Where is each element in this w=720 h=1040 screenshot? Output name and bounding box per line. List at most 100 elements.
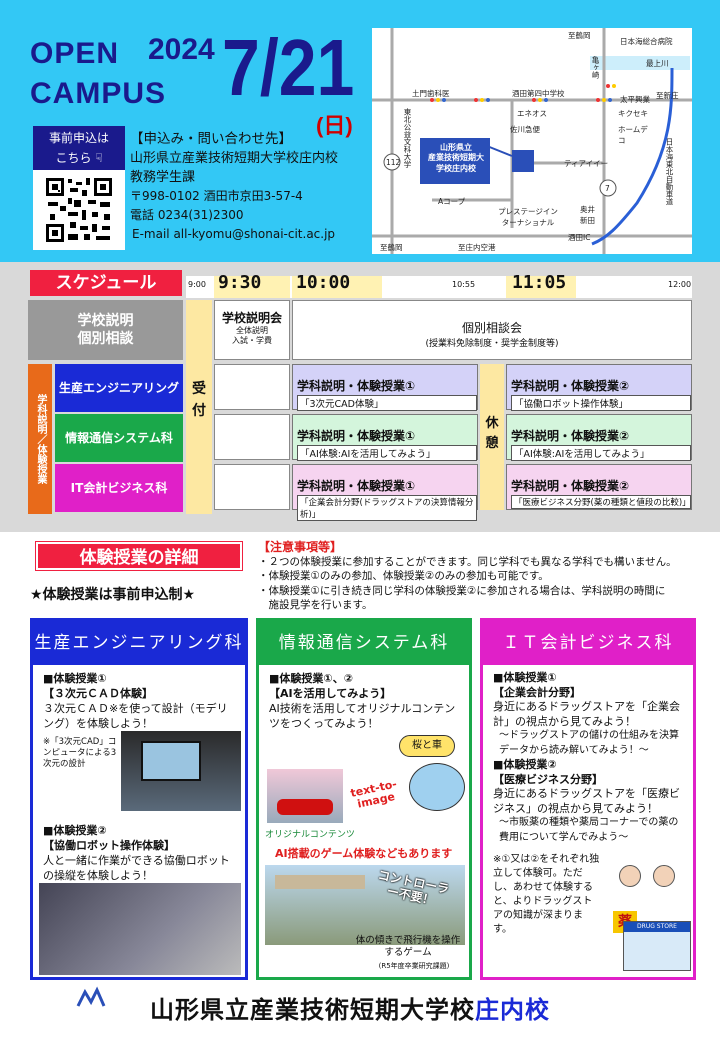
card-line: 身近にあるドラッグストアを「医療ビジネス」の視点から見てみよう！ (493, 787, 680, 815)
map-label: 東北公益文科大学 (403, 108, 412, 168)
qr-code-icon (44, 176, 114, 244)
notes-block: 【注意事項等】 ・２つの体験授業に参加することができます。同じ学科でも異なる学科… (258, 540, 698, 613)
map-label: 酒田第四中学校 (512, 89, 565, 98)
card-line: ■体験授業①、② (269, 672, 354, 685)
map-label: 亀ヶ崎 (591, 56, 600, 79)
map-label: Aコープ (438, 197, 466, 206)
card-line: 【企業会計分野】 (493, 685, 581, 699)
map-label: エネオス (517, 109, 547, 118)
session-sub: 「AI体験:AIを活用してみよう」 (511, 445, 691, 461)
session-it-2[interactable]: 学科説明・体験授業②「医療ビジネス分野(薬の種類と値段の比較)」 (506, 464, 692, 510)
consult-sub: (授業料免除制度・奨学金制度等) (425, 339, 559, 349)
time-930: 9:30 (218, 272, 262, 293)
preapp-line2: こちら ☟ (55, 151, 103, 165)
session-eng-1[interactable]: 学科説明・体験授業① 「3次元CAD体験」 (292, 364, 478, 411)
session-sub: 「3次元CAD体験」 (297, 395, 477, 411)
time-highlight (292, 276, 382, 298)
game-caption-sub: (R5年度卒業研究課題) (378, 962, 450, 970)
original-content-label: オリジナルコンテンツ (265, 830, 355, 840)
map-label: 太平興業 (620, 95, 650, 104)
session-info-2[interactable]: 学科説明・体験授業②「AI体験:AIを活用してみよう」 (506, 414, 692, 461)
session-eng-2[interactable]: 学科説明・体験授業② 「協働ロボット操作体験」 (506, 364, 692, 411)
dept-label-eng: 生産エンジニアリング科 (55, 364, 183, 443)
map-label: ホームデコ (618, 125, 648, 145)
campus-label: CAMPUS (30, 77, 167, 110)
time-1200: 12:00 (668, 280, 692, 289)
schedule-title: スケジュール (30, 270, 182, 296)
time-1105: 11:05 (512, 272, 567, 293)
speech-bubble: 桜と車 (399, 735, 455, 757)
card-line: AI技術を活用してオリジナルコンテンツをつくってみよう！ (269, 702, 456, 730)
card-header: 情報通信システム科 (259, 621, 469, 665)
note-item: 施設見学を行います。 (258, 599, 373, 611)
map-label-school-pref: 山形県立 (440, 143, 472, 152)
map-label: キクセキ (618, 109, 648, 118)
contact-email[interactable]: E-mail all-kyomu@shonai-cit.ac.jp (132, 227, 336, 241)
access-map: 至鶴岡 日本海総合病院 最上川 亀ヶ崎 土門歯科医 東北公益文科大学 酒田第四中… (372, 28, 692, 254)
map-label: 奥井新田 (580, 205, 595, 225)
session-info-1[interactable]: 学科説明・体験授業①「AI体験:AIを活用してみよう」 (292, 414, 478, 461)
school-brief-sub: 全体説明 入試・学費 (232, 326, 272, 345)
footer-name-main: 山形県立産業技術短期大学校 (150, 997, 475, 1024)
person-icon (619, 865, 641, 887)
side-label: 学科説明／体験授業 (28, 364, 52, 514)
prereg-note: ★体験授業は事前申込制★ (30, 587, 196, 603)
map-label: プレステージインターナショナル (498, 207, 558, 227)
break-column: 休 憩 (480, 364, 504, 510)
preapp-link[interactable]: 事前申込は こちら ☟ (33, 126, 125, 170)
qr-code[interactable] (33, 170, 125, 250)
note-item: ・体験授業①のみの参加、体験授業②のみの参加も可能です。 (258, 570, 549, 582)
map-label: 日本海総合病院 (620, 37, 673, 46)
plane-icon (275, 875, 365, 889)
contact-title: 【申込み・問い合わせ先】 (130, 131, 292, 147)
map-label: 至鶴岡 (380, 243, 403, 252)
open-label: OPEN (30, 37, 120, 70)
card-line: 【協働ロボット操作体験】 (43, 839, 175, 852)
preapp-line1: 事前申込は (48, 131, 109, 145)
session-it-1[interactable]: 学科説明・体験授業①「企業会計分野(ドラッグストアの決算情報分析)」 (292, 464, 478, 521)
dept-card-it: ＩＴ会計ビジネス科 ■体験授業① 【企業会計分野】 身近にあるドラッグストアを「… (480, 618, 696, 980)
card-line: ～ドラッグストアの儲けの仕組みを決算データから読み解いてみよう！～ (499, 730, 679, 756)
time-highlight (214, 276, 290, 298)
contact-phone: 電話 0234(31)2300 (130, 208, 244, 222)
car-image (267, 769, 343, 823)
card-line: 【３次元ＣＡＤ体験】 (43, 687, 153, 700)
card-line: ■体験授業① (493, 671, 557, 684)
details-title: 体験授業の詳細 (36, 542, 242, 570)
brain-icon (409, 763, 465, 811)
session-sub: 「協働ロボット操作体験」 (511, 395, 691, 411)
card-line: ～市販薬の種類や薬局コーナーでの薬の費用について学んでみよう～ (499, 817, 679, 843)
note-item: ・２つの体験授業に参加することができます。同じ学科でも異なる学科でも構いません。 (258, 555, 677, 568)
person-icon (653, 865, 675, 887)
session-title: 学科説明・体験授業② (511, 379, 630, 393)
dept-label-it: IT会計ビジネス科 (55, 464, 183, 512)
contact-info: 【申込み・問い合わせ先】 山形県立産業技術短期大学校庄内校 教務学生課 〒998… (130, 130, 370, 244)
contact-org: 山形県立産業技術短期大学校庄内校 (130, 151, 339, 166)
map-label: ティアイイー (564, 159, 609, 168)
map-label-route: 112 (386, 158, 401, 167)
time-900: 9:00 (188, 280, 206, 289)
map-label: 日本海東北自動車道 (665, 138, 674, 206)
map-label: 至鶴岡 (568, 31, 591, 40)
store-sign: DRUG STORE (624, 922, 690, 932)
map-label: 酒田IC (568, 233, 591, 242)
day-of-week: (日) (316, 113, 353, 138)
card-header: ＩＴ会計ビジネス科 (483, 621, 693, 665)
empty-cell (214, 464, 290, 510)
map-label-school: 産業技術短期大学校庄内校 (428, 153, 484, 173)
session-sub: 「医療ビジネス分野(薬の種類と値段の比較)」 (511, 495, 691, 509)
session-title: 学科説明・体験授業① (297, 379, 416, 393)
contact-address: 〒998-0102 酒田市京田3-57-4 (130, 189, 303, 203)
map-label: 土門歯科医 (412, 89, 450, 98)
time-highlight (506, 276, 576, 298)
card-header: 生産エンジニアリング科 (33, 621, 245, 665)
map-label: 最上川 (646, 59, 669, 68)
card-line: ■体験授業① (43, 672, 107, 685)
consult-title: 個別相談会 (461, 321, 522, 335)
map-label: 至新庄 (656, 91, 679, 100)
text-to-image-label: text-to-image (349, 777, 399, 811)
row-general-label: 学校説明 個別相談 (28, 300, 183, 360)
session-sub: 「企業会計分野(ドラッグストアの決算情報分析)」 (297, 495, 477, 521)
time-1000: 10:00 (296, 272, 351, 293)
card-line: ３次元ＣＡＤ※を使って設計（モデリング）を体験しよう！ (43, 702, 228, 730)
